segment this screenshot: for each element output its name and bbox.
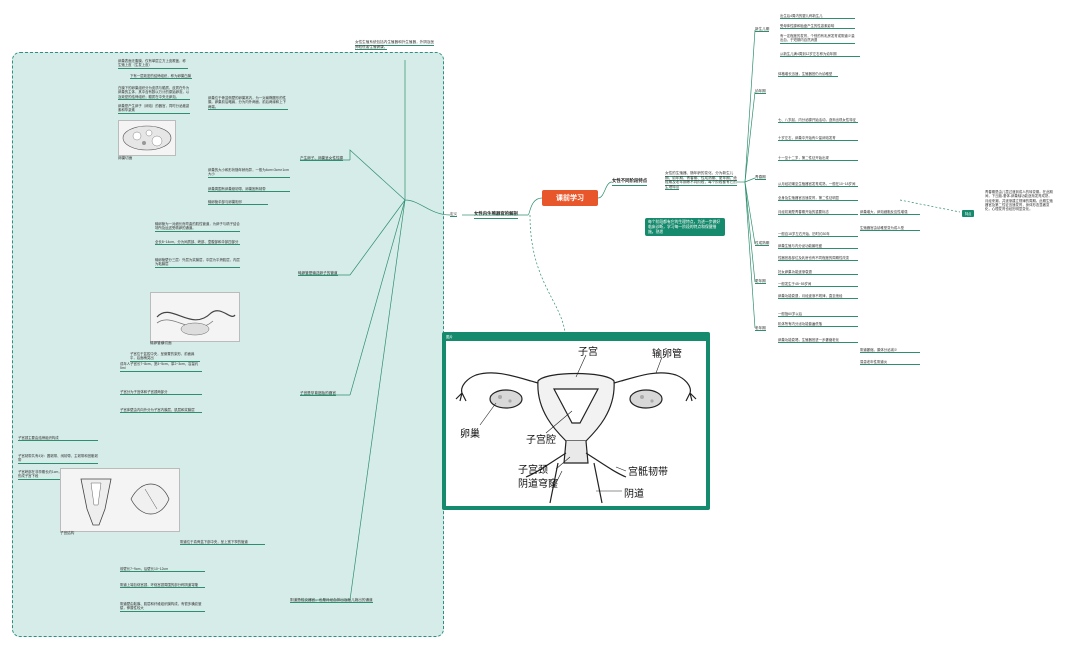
tube-note: 输卵管壁分三层：外层为浆膜层，中层为平滑肌层，内层为黏膜层 [155,258,240,268]
stage-item: 阴道萎缩，腺体分泌减少 [860,348,920,354]
uterus-note: 子宫韧带共有4对：圆韧带、阔韧带、主韧带和宫骶韧带 [18,454,98,464]
anatomy-image-frame: 图片 [442,332,710,510]
uterus-diagram [455,354,697,504]
right-desc: 女性的生殖器、随年龄的变化，分为新生儿期、幼年期、青春期、性成熟期、更年期，绝经… [665,171,737,191]
right-main-topic[interactable]: 女性不同阶段特点 [612,178,648,186]
left-main-topic[interactable]: 女性内生殖器官的解剖 [474,211,518,219]
stage-item: 出生后4周内的婴儿称新生儿 [780,14,855,20]
tube-note: 全长8~14cm，分为间质部、峡部、壶腹部和伞部四部分 [155,240,240,246]
stage-item: 受母体性腺和胎盘产生的性激素影响 [780,24,855,30]
feature-tag: 特点 [962,210,975,217]
ovary-caption: 卵巢切面 [118,156,133,160]
tube-section-image [156,310,236,336]
central-topic[interactable]: 课前学习 [542,190,598,206]
stage-item: 生殖器官由幼稚型变为成人型 [860,226,920,232]
stage-item: 卵巢功能衰退，月经逐渐不规律，直至绝经 [778,294,858,300]
stage-item: 从月经初潮至生殖器官发育成熟，一般在10~18岁间 [778,182,858,188]
stage-label[interactable]: 更年期 [755,279,766,285]
uterus-caption: 子宫结构 [60,531,75,535]
stage-item: 性器官各部位及乳房也有不同程度的周期性改变 [778,256,858,262]
stage-label[interactable]: 青春期 [755,175,766,181]
tube-thumbnail [150,292,240,342]
left-label: 定义 [450,212,458,218]
section-uterus-label[interactable]: 子宫是孕育胚胎的器官 [300,391,336,397]
ovary-section-image [122,125,172,151]
stage-item: 从新生儿满4周到12岁左右称为幼年期 [780,52,860,58]
stage-item: 卵巢增大，卵泡细胞反应性增强 [860,210,920,216]
uterus-note: 子宫位于盆腔中央，呈倒置的梨形，前面扁平，后面稍突出 [130,352,200,362]
stage-item: 妇女卵巢功能逐渐衰退 [778,270,858,276]
stage-item: 机体所有内分泌功能普遍低落 [778,322,858,328]
label-fornix: 阴道穹窿 [518,479,558,490]
label-ligament: 宫骶韧带 [628,467,668,478]
label-uterus: 子宫 [578,347,598,358]
ovary-note: 卵巢的大小和形状随年龄而异，一般为4cm×3cm×1cm大小 [208,168,290,178]
stage-label[interactable]: 新生儿期 [755,27,770,33]
stage-label[interactable]: 性成熟期 [755,241,770,247]
section-vagina-label[interactable]: 阴道是性交器官，也是月经血排出及胎儿娩出的通道 [290,598,373,604]
right-sidenote: 青春期是由儿童过渡到成人的转变期。在此期间，下丘脑-垂体-卵巢轴功能逐渐发育成熟… [985,190,1053,212]
stage-label[interactable]: 老年期 [755,326,766,332]
stage-label[interactable]: 幼年期 [755,89,766,95]
stage-item: 卵巢生殖与内分泌功能最旺盛 [778,244,858,250]
ovary-note: 白膜下的卵巢组织分为皮质与髓质，皮质在外为卵巢的主体，其中含有数以万计的原始卵泡… [118,86,190,100]
section-ovary-label[interactable]: 产生卵子、卵巢呈女性性腺 [300,156,344,162]
ovary-note: 下有一层致密的结缔组织，称为卵巢白膜 [130,74,192,80]
tube-note: 输卵管为一对细长而弯曲的肌性管道，为卵子与精子结合场所及运送受精卵的通道。 [155,222,240,232]
stage-item: 七、八岁起，内分泌腺开始活动，逐渐出现女性特征 [778,118,858,124]
uterus-note: 成年人子宫长7~8cm，宽4~5cm，厚2~3cm，容量约5ml [120,362,202,372]
section-tube-label[interactable]: 输卵管是输送卵子的管道 [298,271,338,277]
vagina-note: 阴道上端包绕宫颈，环绕宫颈周围的部分称阴道穹隆 [120,583,205,589]
ovary-note: 卵巢是产生卵子（卵泡）的器官，同时分泌雌激素和孕激素 [118,104,190,114]
ovary-thumbnail [118,120,176,156]
label-cervix: 子宫颈 [518,465,548,476]
ovary-note: 卵巢表面无腹膜，仅有单层立方上皮覆盖，称生殖上皮（生发上皮） [118,59,188,69]
stage-item: 月经初潮是青春期开始的重要标志 [778,210,858,216]
vagina-note: 阴道壁由黏膜、肌层和纤维组织膜构成，有很多横纹皱襞，伸展性较大 [120,602,205,612]
tube-caption: 输卵管横切面 [150,341,172,345]
vagina-note: 阴道位于真骨盆下部中央，呈上宽下窄的管道 [180,540,265,546]
uterus-section-image [80,478,170,526]
uterus-note: 子宫分为子宫体和子宫颈两部分 [120,390,202,396]
uterus-note: 子宫峡部在非孕期长约1cm，妊娠末期可达7~10cm，形成子宫下段 [18,470,98,480]
stage-item: 卵巢功能衰竭，生殖器官进一步萎缩老化 [778,338,858,344]
uterus-note: 子宫体壁由内向外分为子宫内膜层、肌层和浆膜层 [120,408,202,414]
ovary-note: 输卵管伞部与卵巢相邻 [208,200,268,206]
ovary-note: 卵巢位于骨盆侧壁的卵巢窝内，为一对扁椭圆形的性腺。卵巢前后略扁，分为内外两面，前… [208,96,288,110]
label-tube: 输卵管 [652,349,682,360]
stage-item: 一般发生于45~55岁间 [778,282,858,288]
stage-item: 体格增长迅速，生殖器官仍为幼稚型 [778,72,838,78]
label-cavity: 子宫腔 [526,435,556,446]
top-note: 女性生殖系统包括内生殖器和外生殖器，外阴及医师较低者生殖健康。 [355,40,435,51]
anatomy-image: 子宫 输卵管 卵巢 子宫腔 子宫颈 阴道穹窿 宫骶韧带 阴道 [446,341,706,506]
image-header: 图片 [446,335,453,339]
green-note: 每个阶段都有它的生理特点，为进一步做好临床诊断，学习每一阶段的特点和保健措施。熟… [645,218,725,237]
uterus-note: 子宫颈主要由结缔组织构成 [18,436,98,442]
stage-item: 十一至十二岁，第二性征开始出现 [778,156,858,162]
stage-item: 一般指60岁以后 [778,312,858,318]
label-ovary: 卵巢 [460,429,480,440]
vagina-note: 前壁长7~9cm，后壁长10~12cm [120,567,205,573]
stage-item: 有一定程度的发育，个别的有乳房发育或阴道少量出血，于短期内自然消退 [780,34,855,44]
uterus-thumbnail [60,468,180,532]
stage-item: 一般自18岁左右开始，历时约30年 [778,232,858,238]
left-detail-panel [12,52,444,637]
label-vagina: 阴道 [624,489,644,500]
stage-item: 十岁左右，卵巢中开始有少量卵泡发育 [778,136,858,142]
ovary-note: 卵巢周围有卵巢悬韧带、卵巢固有韧带 [208,187,290,193]
stage-item: 易患老年性阴道炎 [860,360,920,366]
stage-item: 全身及生殖器官迅速发育，第二性征明显 [778,196,858,202]
